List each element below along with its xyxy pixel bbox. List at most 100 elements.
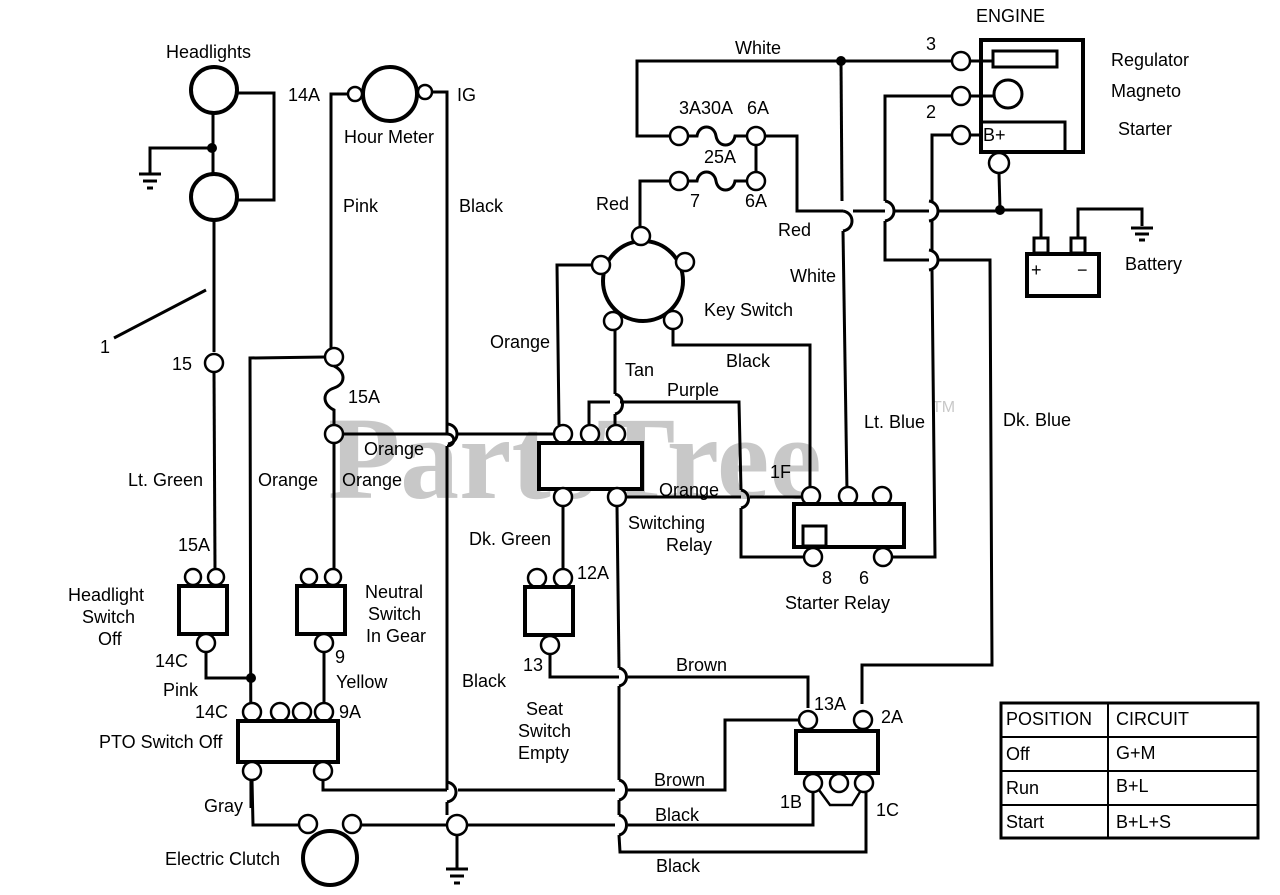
seat-switch-label-2: Switch [518,721,571,741]
headlight-lamp-upper [189,65,239,115]
wire-black-key-label: Black [726,351,771,371]
terminal-7 [668,170,690,192]
wire-dk-blue-label: Dk. Blue [1003,410,1071,430]
regulator-label: Regulator [1111,50,1189,70]
starter-relay-label: Starter Relay [785,593,890,613]
terminal-6A-top-label: 6A [747,98,769,118]
terminal-6A-top [745,125,767,147]
wire-orange-right-label: Orange [342,470,402,490]
battery-minus-label: − [1077,260,1088,280]
terminal-IG-label: IG [457,85,476,105]
terminal-15A-label: 15A [178,535,210,555]
terminal-8-label: 8 [822,568,832,588]
headlights-label: Headlights [166,42,251,62]
terminal-6-label: 6 [859,568,869,588]
terminal-13A-label: 13A [814,694,846,714]
headlights: Headlights [139,42,276,352]
wire-orange-key-label: Orange [490,332,550,352]
pto-switch-label: PTO Switch Off [99,732,223,752]
wire-orange-mid-label: Orange [364,439,424,459]
ground-icon [1131,226,1153,242]
wire-brown-top-label: Brown [676,655,727,675]
pto-switch: PTO Switch Off [99,701,340,782]
terminal-14A-label: 14A [288,85,320,105]
starter-terminal-label: B+ [983,125,1006,145]
headlight-switch-label-2: Switch [82,607,135,627]
terminal-15-label: 15 [172,354,192,374]
terminal-IG [416,83,434,101]
callout-label: 1 [100,337,110,357]
seat-switch: Seat Switch Empty [518,567,575,763]
table-cell: G+M [1116,743,1156,763]
hour-meter-label: Hour Meter [344,127,434,147]
battery: + − Battery [1000,207,1182,298]
magneto-label: Magneto [1111,81,1181,101]
terminal-2 [950,85,972,107]
wire-black-bottom2-label: Black [656,856,701,876]
wire-dk-green-label: Dk. Green [469,529,551,549]
neutral-switch-label-3: In Gear [366,626,426,646]
ground-junction [445,813,469,837]
headlight-switch-label-3: Off [98,629,123,649]
starter-label: Starter [1118,119,1172,139]
table-cell: Start [1006,812,1044,832]
wire-orange-relay-label: Orange [659,480,719,500]
hour-meter: 14A IG Hour Meter [288,65,476,147]
terminal-6A-low [745,170,767,192]
ground-icon [139,172,161,190]
fuse-25A-label: 25A [704,147,736,167]
electric-clutch: Electric Clutch [165,813,363,887]
terminal-9-label: 9 [335,647,345,667]
neutral-switch: Neutral Switch In Gear [295,567,426,654]
key-switch: Key Switch [590,225,793,332]
position-circuit-table: POSITION CIRCUIT Off G+M Run B+L Start B… [999,701,1260,840]
switching-relay: Switching Relay [537,423,712,555]
headlight-switch-label-1: Headlight [68,585,144,605]
table-cell: B+L+S [1116,812,1171,832]
engine: ENGINE B+ 3 2 Regulator Magneto Starter [926,6,1189,175]
fuse-30A [688,125,747,147]
interlock-relay [794,709,880,807]
terminal-13-label: 13 [523,655,543,675]
neutral-switch-label-2: Switch [368,604,421,624]
wire-black-bottom1-label: Black [655,805,700,825]
wire-white-mid-label: White [790,266,836,286]
fuse-30A-label: 3A30A [679,98,733,118]
key-switch-label: Key Switch [704,300,793,320]
starter-relay: 8 6 Starter Relay [785,485,906,613]
battery-plus-label: + [1031,260,1042,280]
terminal-2A-label: 2A [881,707,903,727]
wire-red-mid-label: Red [778,220,811,240]
fuse-15A-label: 15A [348,387,380,407]
seat-switch-label-3: Empty [518,743,569,763]
terminal-12A-label: 12A [577,563,609,583]
headlight-switch: Headlight Switch Off [68,567,229,654]
seat-switch-label-1: Seat [526,699,563,719]
wire-red-left-label: Red [596,194,629,214]
hour-meter-dial [361,65,419,123]
ground-icon [446,867,468,885]
electric-clutch-label: Electric Clutch [165,849,280,869]
table-cell: B+L [1116,776,1149,796]
table-cell: Off [1006,744,1031,764]
wire-purple-label: Purple [667,380,719,400]
terminal-1B-label: 1B [780,792,802,812]
wire-black-left-label: Black [462,671,507,691]
terminal-9A-label: 9A [339,702,361,722]
neutral-switch-label-1: Neutral [365,582,423,602]
headlight-lamp-lower [189,172,239,222]
terminal-3 [950,50,972,72]
terminal-3A [668,125,690,147]
terminal-fuse-top [323,346,345,368]
wire-yellow-label: Yellow [336,672,388,692]
regulator-element [991,49,1059,69]
fuse-25A [688,170,747,192]
wire-tan-label: Tan [625,360,654,380]
engine-ground-terminal [987,151,1011,175]
table-header-circuit: CIRCUIT [1116,709,1189,729]
terminal-14A [346,85,364,103]
wire-white-top-label: White [735,38,781,58]
terminal-14C-pto-label: 14C [195,702,228,722]
wire-orange-left-label: Orange [258,470,318,490]
